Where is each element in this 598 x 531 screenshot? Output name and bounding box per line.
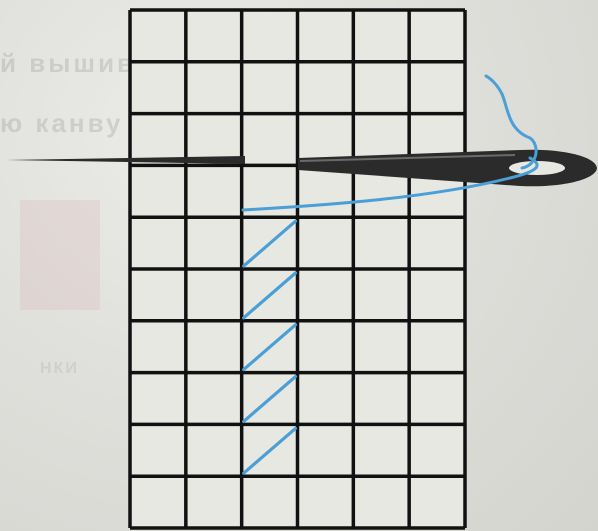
fabric-grid (130, 10, 465, 528)
needle-tip (6, 156, 245, 164)
